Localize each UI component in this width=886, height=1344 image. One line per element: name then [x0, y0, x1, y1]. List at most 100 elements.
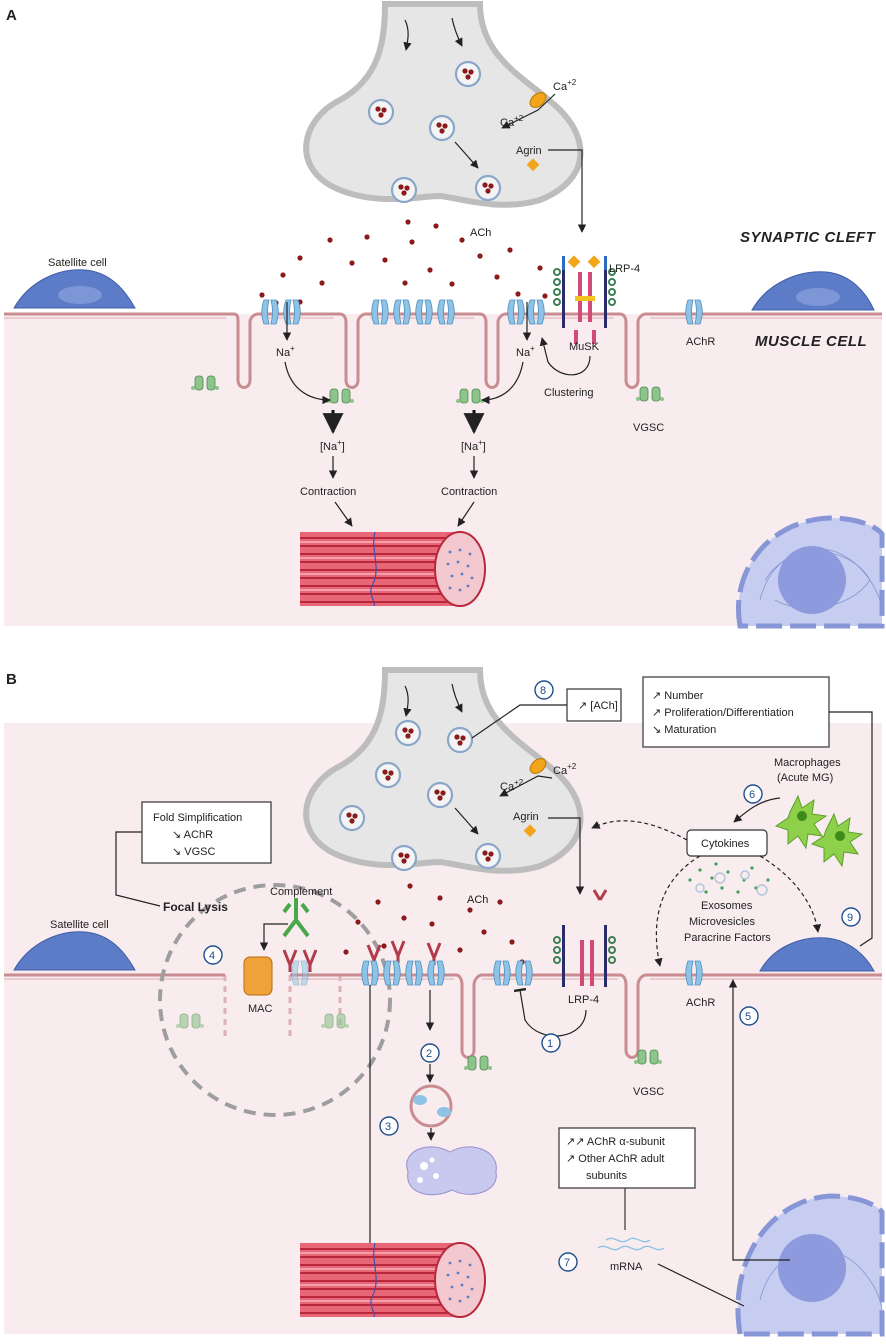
ca-inside-label: Ca+2 — [500, 114, 524, 129]
ach-increase-box — [566, 688, 622, 722]
lrp4-musk-complex — [553, 255, 616, 344]
contraction-right: Contraction — [441, 486, 497, 498]
mac-label: MAC — [248, 1003, 273, 1015]
calcium-channel-icon — [529, 758, 547, 774]
ach-label-b: ACh — [467, 894, 488, 906]
agrin-label-b: Agrin — [513, 811, 539, 823]
vesicle-fusing — [390, 844, 418, 872]
complement-label: Complement — [270, 886, 332, 898]
complement-icon — [282, 898, 310, 938]
step-8: 8 — [540, 685, 546, 697]
focal-lysis-region — [158, 883, 392, 1117]
macrophage-icons — [774, 794, 864, 868]
step-2-circle — [420, 1043, 440, 1063]
vesicle — [454, 60, 482, 88]
cytokines-label: Cytokines — [701, 838, 750, 850]
na-conc-left: [Na+] — [320, 438, 345, 453]
mrna-box-line3: subunits — [586, 1170, 627, 1182]
macrophages-label-2: (Acute MG) — [777, 772, 833, 784]
panel-b-letter: B — [6, 671, 17, 688]
step-2: 2 — [426, 1048, 432, 1060]
step-3: 3 — [385, 1121, 391, 1133]
na-conc-right: [Na+] — [461, 438, 486, 453]
step-6: 6 — [749, 789, 755, 801]
vesicle — [374, 761, 402, 789]
satellite-cell-label: Satellite cell — [48, 257, 107, 269]
cytokines-box — [686, 829, 768, 857]
achr-label-b: AChR — [686, 997, 715, 1009]
step-8-circle — [534, 680, 554, 700]
vesicle — [367, 98, 395, 126]
vgsc-label: VGSC — [633, 422, 664, 434]
lrp4-complex-b — [553, 925, 616, 987]
step-9: 9 — [847, 912, 853, 924]
mrna-box-line1: ↗↗ AChR α-subunit — [566, 1136, 665, 1148]
mrna-strand-icon — [597, 1245, 665, 1251]
sat-box-line1: ↗ Number — [652, 690, 704, 702]
musk-label: MuSK — [569, 341, 600, 353]
step-6-circle — [743, 784, 763, 804]
mrna-box-line2: ↗ Other AChR adult — [566, 1153, 665, 1165]
step-4: 4 — [209, 950, 215, 962]
vesicle-fusing — [474, 842, 502, 870]
step-3-circle — [379, 1116, 399, 1136]
ach-molecules-b — [343, 883, 525, 965]
secreted-line2: Microvesicles — [689, 916, 756, 928]
fold-box-vgsc: ↘ VGSC — [172, 846, 216, 858]
lrp4-label: LRP-4 — [609, 263, 640, 275]
vesicle-fusing — [474, 174, 502, 202]
fold-simplification-box — [141, 801, 272, 864]
vesicle-fusing — [390, 176, 418, 204]
vesicle — [394, 719, 422, 747]
ca-label-b: Ca+2 — [553, 762, 577, 777]
nerve-terminal-b — [303, 667, 584, 874]
agrin-icon — [523, 824, 537, 838]
nerve-terminal-a — [303, 1, 584, 208]
vgsc-label-b: VGSC — [633, 1086, 664, 1098]
ca-inside-label-b: Ca+2 — [500, 778, 524, 793]
panel-a: A Ca+2 Ca+2 Agrin — [4, 1, 885, 629]
ca-label: Ca+2 — [553, 78, 577, 93]
mrna-increase-box — [558, 1127, 696, 1189]
mrna-label: mRNA — [610, 1261, 643, 1273]
lrp4-label-b: LRP-4 — [568, 994, 599, 1006]
secreted-line3: Paracrine Factors — [684, 932, 771, 944]
panel-a-letter: A — [6, 7, 17, 24]
satellite-cell-b-left — [13, 931, 136, 971]
sat-box-line2: ↗ Proliferation/Differentiation — [652, 707, 794, 719]
macrophages-label-1: Macrophages — [774, 757, 841, 769]
satellite-cell-b-right — [759, 937, 875, 972]
step-9-circle — [841, 907, 861, 927]
calcium-channel-icon — [529, 92, 547, 108]
focal-lysis-label: Focal Lysis — [163, 900, 228, 914]
mac-icon — [243, 956, 273, 996]
step-5-circle — [739, 1006, 759, 1026]
muscle-cell-label: MUSCLE CELL — [755, 333, 867, 350]
endosome-icon — [409, 1084, 453, 1128]
lysosome-icon — [406, 1146, 497, 1196]
ach-label: ACh — [470, 227, 491, 239]
step-5: 5 — [745, 1011, 751, 1023]
achr-label: AChR — [686, 336, 715, 348]
satellite-changes-box — [642, 676, 830, 748]
agrin-label: Agrin — [516, 145, 542, 157]
nucleus-b — [735, 1193, 885, 1337]
synaptic-cleft-label: SYNAPTIC CLEFT — [740, 229, 877, 246]
nucleus-a — [736, 515, 885, 629]
step-1-circle — [541, 1033, 561, 1053]
step-7-circle — [558, 1252, 578, 1272]
vesicle — [338, 804, 366, 832]
na-label-left: Na+ — [276, 344, 295, 359]
satellite-cell-label-b: Satellite cell — [50, 919, 109, 931]
na-label-right: Na+ — [516, 344, 535, 359]
clustering-label: Clustering — [544, 387, 594, 399]
vesicle — [428, 114, 456, 142]
ach-box-label: ↗ [ACh] — [578, 700, 618, 712]
step-4-circle — [203, 945, 223, 965]
step-1: 1 — [547, 1038, 553, 1050]
fold-box-title: Fold Simplification — [153, 812, 242, 824]
fold-box-achr: ↘ AChR — [172, 829, 213, 841]
ach-molecules-a — [259, 219, 548, 306]
